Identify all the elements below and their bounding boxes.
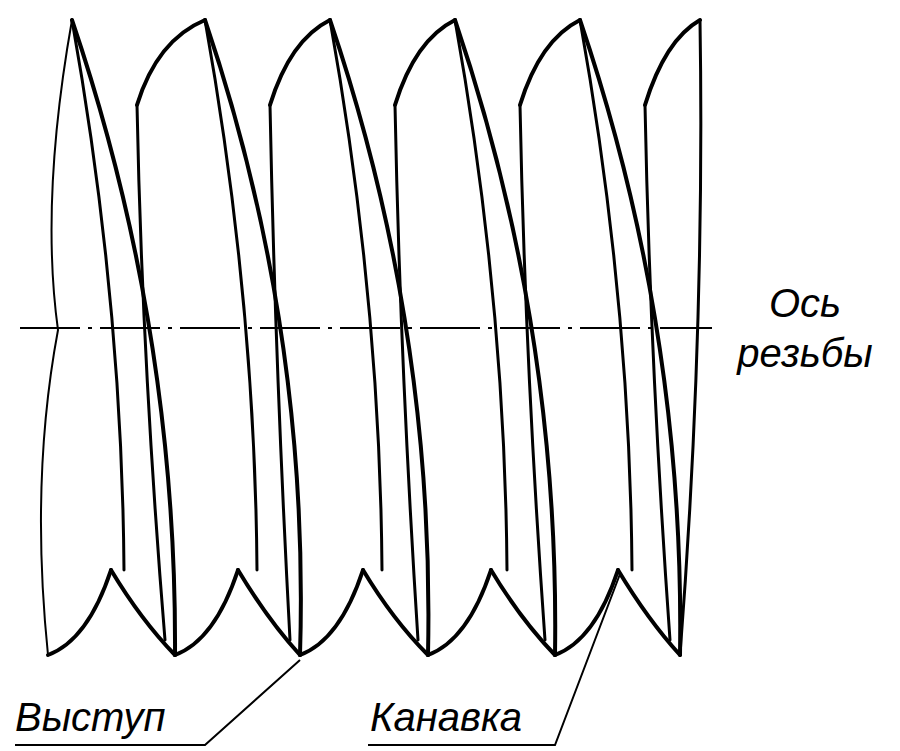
thread-line — [580, 20, 632, 570]
thread-line — [137, 20, 205, 105]
thread-line — [363, 570, 428, 655]
thread-line — [395, 105, 418, 640]
thread-line — [205, 20, 257, 570]
thread-line — [645, 105, 670, 640]
thread-axis — [20, 327, 712, 329]
thread-outline — [41, 20, 701, 655]
thread-line — [680, 20, 701, 655]
thread-line — [48, 570, 111, 655]
thread-line — [270, 105, 290, 640]
thread-line — [455, 20, 555, 655]
part-label: Канавка — [370, 692, 570, 742]
thread-line — [41, 20, 72, 655]
thread-line — [455, 20, 507, 570]
thread-line — [520, 20, 580, 105]
thread-line — [395, 20, 455, 105]
thread-line — [111, 570, 175, 655]
thread-line — [175, 570, 238, 655]
part-label: Выступ — [15, 692, 215, 742]
axis-label: Ось резьбы — [720, 278, 890, 378]
thread-line — [72, 20, 124, 570]
thread-line — [137, 105, 165, 640]
leader-line — [15, 660, 300, 745]
thread-line — [645, 20, 700, 105]
thread-line — [300, 570, 363, 655]
thread-line — [205, 20, 301, 655]
thread-line — [520, 105, 545, 640]
thread-line — [270, 20, 330, 105]
thread-line — [618, 570, 680, 655]
thread-line — [238, 570, 300, 655]
thread-line — [428, 570, 491, 655]
thread-line — [491, 570, 555, 655]
thread-line — [330, 20, 382, 570]
thread-line — [330, 20, 428, 655]
thread-line — [555, 570, 618, 655]
thread-line — [580, 20, 680, 655]
leader-line — [368, 574, 620, 745]
thread-line — [72, 20, 175, 655]
